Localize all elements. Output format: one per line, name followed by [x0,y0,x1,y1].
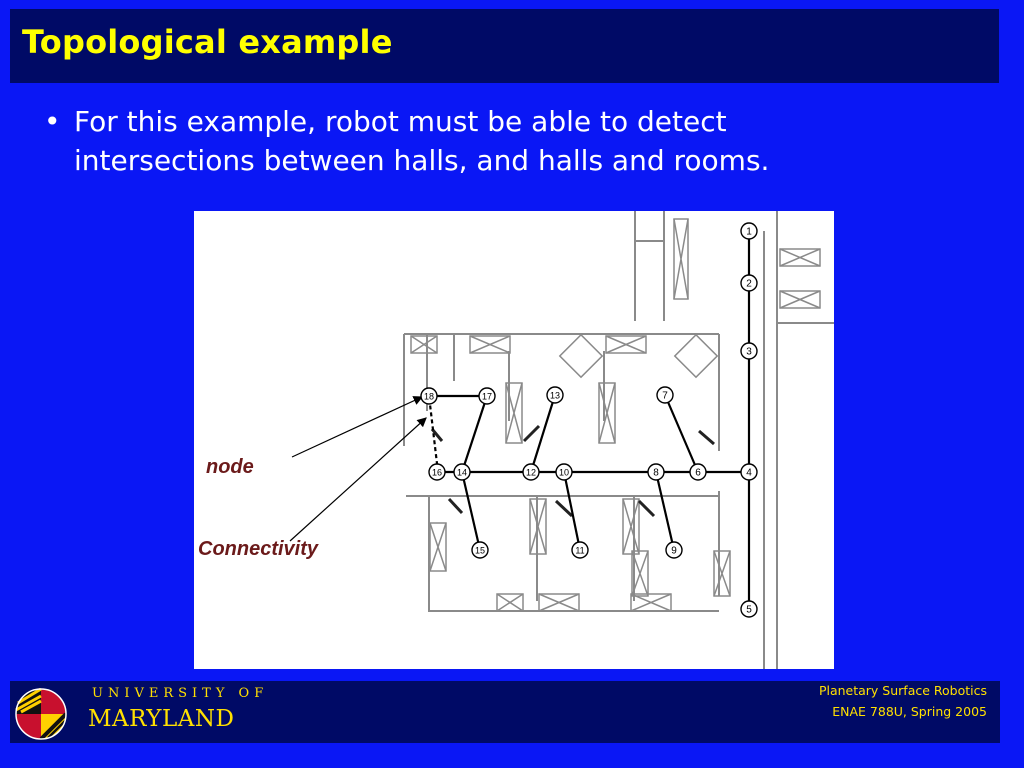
graph-node: 17 [478,387,496,405]
graph-node: 11 [571,541,589,559]
wall-boxes [410,218,821,612]
graph-node: 16 [428,463,446,481]
course-title: Planetary Surface Robotics [818,683,987,698]
title-bar: Topological example [10,9,999,83]
university-line2: MARYLAND [88,706,235,732]
node-circle [665,541,683,559]
node-circle [420,387,438,405]
node-circle [428,463,446,481]
node-circle [546,386,564,404]
node-circle [478,387,496,405]
graph-node: 10 [555,463,573,481]
graph-node: 7 [656,386,674,404]
node-circle [522,463,540,481]
graph-node: 2 [740,274,758,292]
graph-node: 15 [471,541,489,559]
node-circle [740,600,758,618]
bullet-text: For this example, robot must be able to … [74,105,770,177]
node-circle [571,541,589,559]
node-label: 18 [424,392,434,402]
node-circle [656,386,674,404]
graph-node: 18 [420,387,438,405]
node-circle [555,463,573,481]
node-label: 6 [695,468,701,479]
node-circle [740,274,758,292]
node-label: 16 [432,468,442,478]
node-circle [647,463,665,481]
graph-node: 4 [740,463,758,481]
graph-node: 6 [689,463,707,481]
graph-node: 3 [740,342,758,360]
label-arrows [289,396,427,542]
node-circle [740,342,758,360]
node-circle [740,222,758,240]
label-node: node [206,456,254,478]
graph-node: 12 [522,463,540,481]
node-label: 13 [550,391,560,401]
graph-node: 9 [665,541,683,559]
node-label: 7 [662,391,668,402]
course-code: ENAE 788U, Spring 2005 [832,704,987,719]
graph-node: 5 [740,600,758,618]
node-label: 2 [746,279,752,290]
node-circle [689,463,707,481]
graph-node: 14 [453,463,471,481]
node-label: 3 [746,347,752,358]
footer-bar [10,681,1000,743]
node-label: 1 [746,227,752,238]
node-circle [471,541,489,559]
node-label: 9 [671,546,677,557]
university-line1: UNIVERSITY OF [92,686,269,701]
node-label: 10 [559,468,569,478]
floorplan-walls [403,211,834,669]
node-label: 14 [457,468,467,478]
label-connectivity: Connectivity [198,538,319,560]
node-circle [740,463,758,481]
door-marks [430,424,715,518]
node-label: 12 [526,468,536,478]
graph-node: 8 [647,463,665,481]
node-circle [453,463,471,481]
slide-title: Topological example [22,23,393,61]
node-label: 17 [482,392,492,402]
graph-node: 13 [546,386,564,404]
graph-node: 1 [740,222,758,240]
node-label: 8 [653,468,659,479]
maryland-flag-icon [15,688,67,740]
node-label: 15 [475,546,485,556]
node-label: 5 [746,605,752,616]
node-label: 11 [575,546,584,556]
bullet-mark: • [44,105,61,138]
node-label: 4 [746,468,752,479]
